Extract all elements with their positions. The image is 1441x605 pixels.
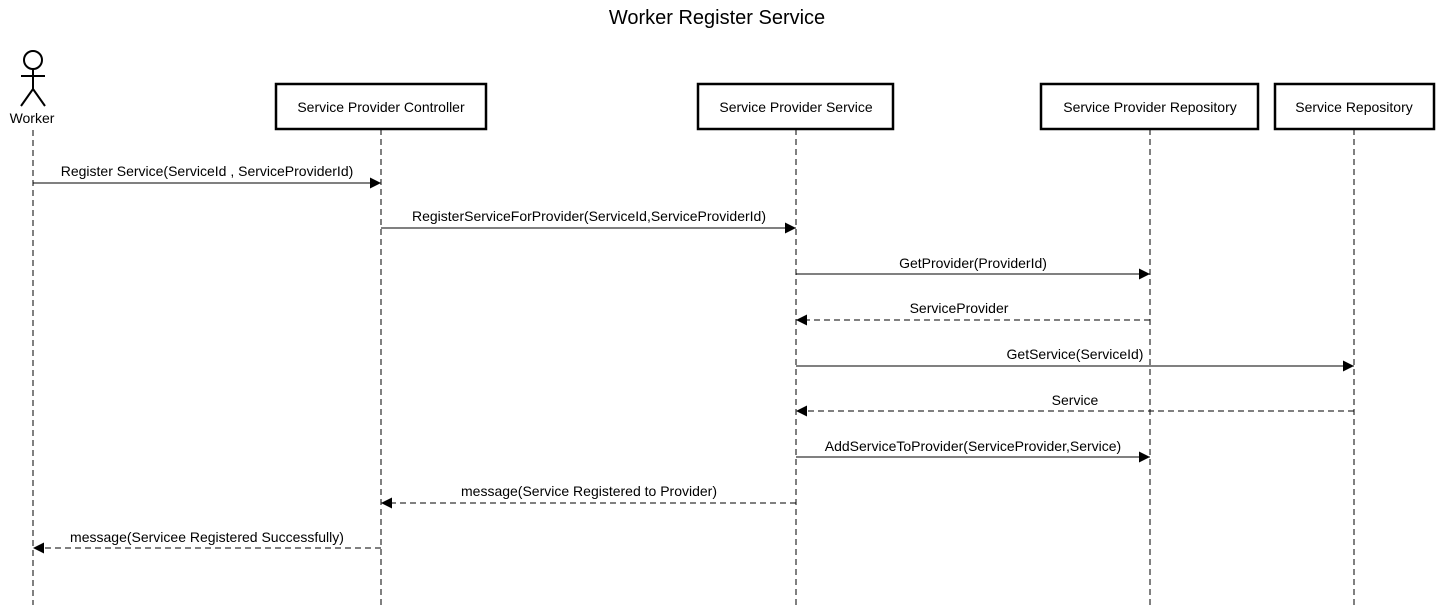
participant-controller: Service Provider Controller <box>274 82 488 131</box>
participant-service: Service Provider Service <box>696 82 895 131</box>
message-registered-successfully: message(Servicee Registered Successfully… <box>33 529 381 554</box>
message-add-service-to-provider: AddServiceToProvider(ServiceProvider,Ser… <box>796 438 1150 463</box>
message-label: message(Servicee Registered Successfully… <box>70 529 344 545</box>
message-get-provider: GetProvider(ProviderId) <box>796 255 1150 280</box>
message-label: GetProvider(ProviderId) <box>899 255 1047 271</box>
message-get-service: GetService(ServiceId) <box>796 346 1354 372</box>
message-register-service: Register Service(ServiceId , ServiceProv… <box>33 163 381 189</box>
actor-label: Worker <box>10 110 55 126</box>
diagram-title: Worker Register Service <box>609 7 825 29</box>
message-label: GetService(ServiceId) <box>1007 346 1144 362</box>
message-label: RegisterServiceForProvider(ServiceId,Ser… <box>412 208 766 224</box>
message-label: Register Service(ServiceId , ServiceProv… <box>61 163 354 179</box>
participant-label: Service Provider Controller <box>297 99 465 115</box>
message-service-return: Service <box>796 392 1354 417</box>
participant-provider-repo: Service Provider Repository <box>1039 82 1260 131</box>
participant-label: Service Repository <box>1295 99 1413 115</box>
participant-label: Service Provider Repository <box>1063 99 1237 115</box>
message-register-service-for-provider: RegisterServiceForProvider(ServiceId,Ser… <box>381 208 796 234</box>
actor-worker: Worker <box>10 50 55 126</box>
stick-figure-actor-icon <box>20 50 46 107</box>
message-service-provider-return: ServiceProvider <box>796 300 1150 326</box>
participant-service-repo: Service Repository <box>1273 82 1436 131</box>
message-label: AddServiceToProvider(ServiceProvider,Ser… <box>825 438 1121 454</box>
message-label: message(Service Registered to Provider) <box>461 483 717 499</box>
participant-label: Service Provider Service <box>719 99 872 115</box>
message-label: ServiceProvider <box>910 300 1009 316</box>
message-service-registered-to-provider: message(Service Registered to Provider) <box>381 483 796 509</box>
message-label: Service <box>1052 392 1099 408</box>
